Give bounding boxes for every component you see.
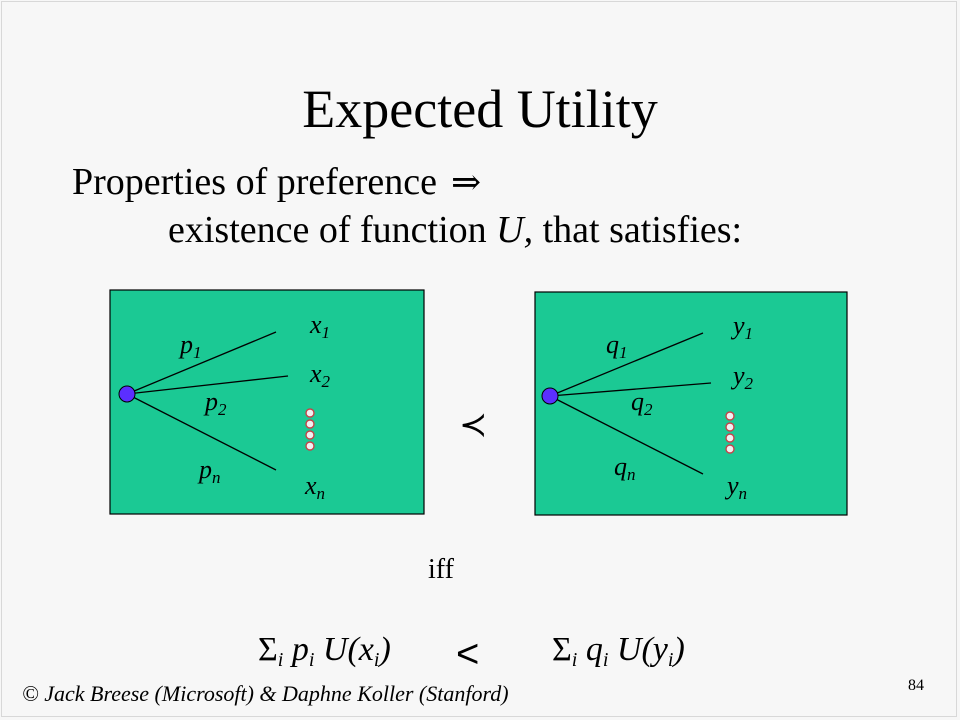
index-sub: i xyxy=(277,649,284,671)
branch-line xyxy=(549,332,704,397)
ellipsis-dot xyxy=(725,411,735,421)
prob-label-p1: p1 xyxy=(178,330,202,362)
lottery-right-box xyxy=(534,291,848,516)
existence-post: that satisfies: xyxy=(533,209,743,251)
sum-left: Σi pi U(xi) xyxy=(258,628,391,682)
ellipsis-dot xyxy=(725,444,735,454)
sigma-symbol: Σ xyxy=(552,631,572,668)
outcome-label-x2: x2 xyxy=(309,359,331,391)
utility-y: U(y xyxy=(616,631,668,668)
chance-node xyxy=(118,385,136,403)
preference-line: Properties of preference ⇒ xyxy=(72,158,481,206)
page-number: 84 xyxy=(908,677,924,694)
ellipsis-dot xyxy=(725,422,735,432)
footer-credit: © Jack Breese (Microsoft) & Daphne Kolle… xyxy=(22,681,509,706)
ellipsis-dot xyxy=(305,408,315,418)
branch-line xyxy=(549,395,704,475)
ellipsis-dot xyxy=(305,419,315,429)
prob-label-q2: q2 xyxy=(631,387,653,419)
chance-node xyxy=(541,387,559,405)
lottery-left-box xyxy=(109,289,425,515)
prob-label-p2: p2 xyxy=(203,387,227,419)
prob-label-q1: q1 xyxy=(606,330,628,362)
index-sub: i xyxy=(308,649,315,671)
less-than-symbol: < xyxy=(456,632,480,676)
prec-symbol: ≺ xyxy=(459,407,488,444)
slide-title: Expected Utility xyxy=(302,79,658,139)
outcome-label-xn: xn xyxy=(304,471,325,503)
prob-p: p xyxy=(291,631,309,668)
outcome-label-y2: y2 xyxy=(730,361,754,393)
prob-label-pn: pn xyxy=(197,455,221,487)
utility-x: U(x xyxy=(322,631,374,668)
branch-line xyxy=(126,393,277,471)
existence-line: existence of function U, that satisfies: xyxy=(168,206,742,254)
sigma-symbol: Σ xyxy=(258,631,278,668)
outcome-label-yn: yn xyxy=(724,471,747,503)
branch-line xyxy=(549,382,712,397)
index-sub: i xyxy=(571,649,578,671)
index-sub: i xyxy=(373,649,380,671)
branch-line xyxy=(126,375,289,395)
existence-pre: existence of function xyxy=(168,209,497,251)
function-u: U, xyxy=(496,209,534,251)
paren-close: ) xyxy=(379,631,391,668)
preference-text: Properties of preference xyxy=(72,161,438,203)
prob-q: q xyxy=(585,631,603,668)
index-sub: i xyxy=(667,649,674,671)
outcome-label-x1: x1 xyxy=(309,310,330,342)
ellipsis-dot xyxy=(305,441,315,451)
sum-right: Σi qi U(yi) xyxy=(552,628,685,682)
paren-close: ) xyxy=(673,631,685,668)
lottery-right: q1 q2 qn y1 y2 yn xyxy=(534,291,848,516)
outcome-label-y1: y1 xyxy=(730,311,753,343)
implies-symbol: ⇒ xyxy=(451,162,482,202)
lottery-left: p1 p2 pn x1 x2 xn xyxy=(109,289,425,515)
index-sub: i xyxy=(602,649,609,671)
ellipsis-dot xyxy=(305,430,315,440)
iff-label: iff xyxy=(428,554,454,585)
branch-line xyxy=(126,331,277,395)
prob-label-qn: qn xyxy=(614,452,636,484)
ellipsis-dot xyxy=(725,433,735,443)
